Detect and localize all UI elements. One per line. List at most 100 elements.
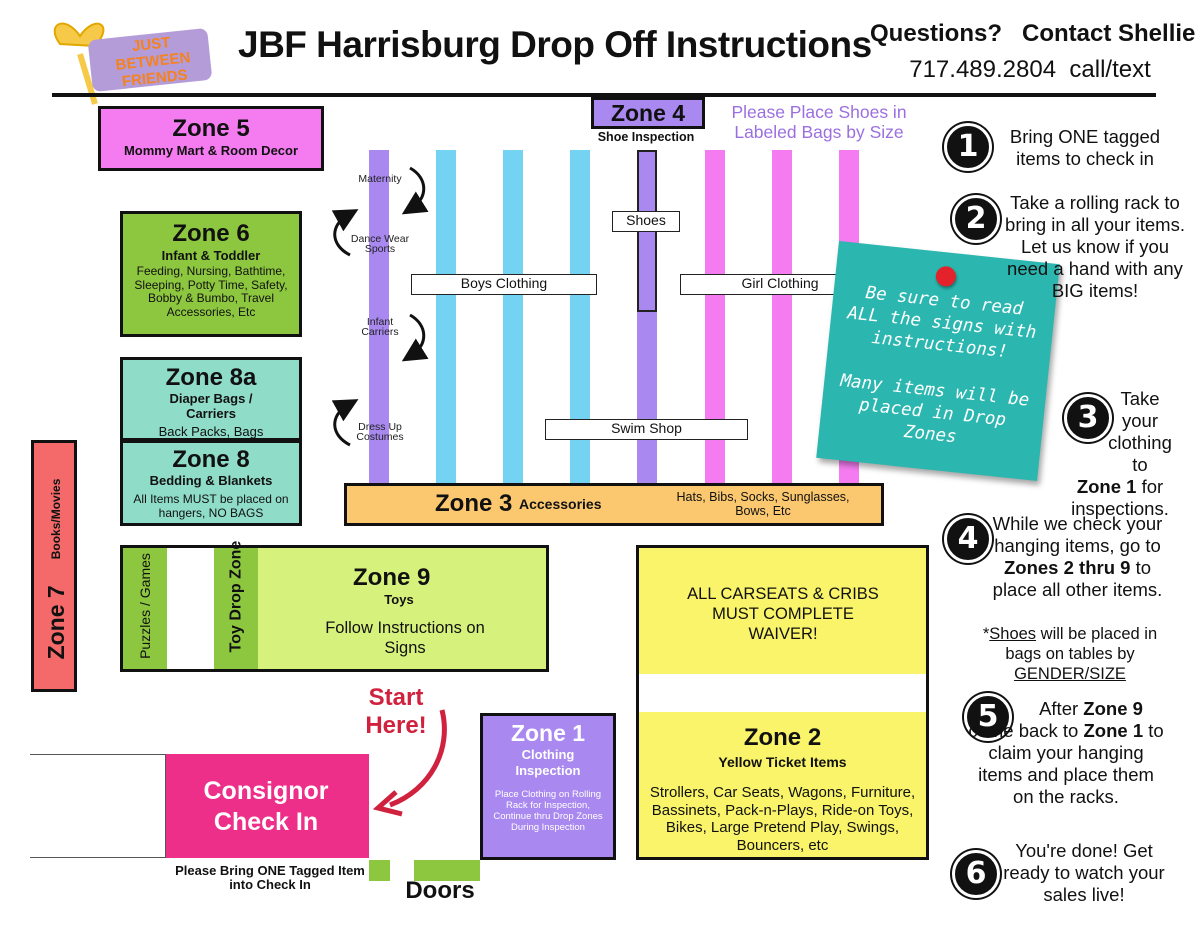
zone-8-sub: Bedding & Blankets [149, 473, 273, 488]
checkin-note: Please Bring ONE Tagged Item into Check … [175, 863, 365, 892]
door-left [369, 860, 390, 881]
rack-label-girls: Girl Clothing [680, 274, 880, 295]
zone-4-note: Please Place Shoes in Labeled Bags by Si… [731, 102, 907, 142]
step-4-bold: Zones 2 thru 9 [1003, 557, 1131, 578]
consignor-checkin [166, 754, 369, 858]
aisle-arrows [331, 166, 429, 447]
zone-2-title: Zone 2 [743, 724, 822, 751]
zone-2-sub: Yellow Ticket Items [718, 754, 847, 770]
zone-7-sub: Books/Movies [49, 478, 63, 560]
zone-9-title: Zone 9 [353, 564, 431, 591]
zone-7-title: Zone 7 [42, 585, 69, 660]
zone-1-desc: Place Clothing on Rolling Rack for Inspe… [493, 789, 603, 833]
contact-line-1: Questions? Contact Shellie [870, 20, 1196, 47]
zone-5-sub: Mommy Mart & Room Decor [123, 143, 299, 158]
rack-label-infant: Infant Carriers [361, 316, 399, 338]
rack-2 [436, 150, 456, 483]
rack-6 [772, 150, 792, 483]
zone-2-divider [639, 674, 926, 712]
step-5-bold-b: Zone 1 [1083, 720, 1144, 741]
rack-label-dressup: Dress Up Costumes [356, 421, 404, 443]
step-3-bold: Zone 1 [1076, 476, 1137, 497]
zone-8a: Zone 8a Diaper Bags / Carriers Back Pack… [120, 357, 302, 441]
step-2-text: Take a rolling rack to bring in all your… [1005, 192, 1185, 301]
step-1-text: Bring ONE tagged items to check in [1009, 126, 1161, 169]
zone-3-title: Zone 3 [435, 490, 513, 517]
sticky-note-line-2: Many items will be placed in Drop Zones [839, 370, 1031, 448]
zone-1-title: Zone 1 [510, 720, 586, 746]
zone-9-toydrop-label: Toy Drop Zone [227, 540, 245, 653]
step-4-shoes-b: will be placed in bags on tables by [1005, 625, 1158, 663]
step-5-number: 5 [964, 693, 1012, 741]
step-5-text-a: After [1039, 698, 1079, 719]
step-4-text: While we check your hanging items, go to… [990, 513, 1165, 601]
rack-label-swim: Swim Shop [545, 419, 748, 440]
rack-label-shoes: Shoes [612, 211, 680, 232]
zone-4-sub: Shoe Inspection [597, 130, 695, 144]
zone-9-puzzles-label: Puzzles / Games [137, 553, 153, 659]
zone-5: Zone 5 Mommy Mart & Room Decor [98, 106, 324, 171]
start-here: Start Here! [365, 684, 427, 739]
zone-8a-sub: Diaper Bags / Carriers [169, 391, 253, 421]
zone-9-gap [167, 548, 214, 669]
rack-3 [503, 150, 523, 483]
step-6-text: You're done! Get ready to watch your sal… [1003, 840, 1165, 905]
zone-2: ALL CARSEATS & CRIBS MUST COMPLETE WAIVE… [636, 545, 929, 860]
step-3-text: Take your clothing to Zone 1 for inspect… [1050, 388, 1190, 520]
zone-6-desc: Feeding, Nursing, Bathtime, Sleeping, Po… [134, 264, 288, 319]
zone-9-puzzles-strip: Puzzles / Games [123, 548, 167, 669]
zone-9-toydrop-strip: Toy Drop Zone [214, 541, 258, 669]
rack-4 [570, 150, 590, 483]
rack-5 [705, 150, 725, 483]
step-3-number: 3 [1064, 394, 1112, 442]
logo: JUST BETWEEN FRIENDS [40, 14, 215, 106]
step-4-shoes-u: Shoes [989, 625, 1037, 643]
step-3-text-b: for inspections. [1071, 476, 1169, 519]
zone-1: Zone 1 Clothing Inspection Place Clothin… [480, 713, 616, 860]
step-5-text-b: come back to [968, 720, 1079, 741]
zone-3: Zone 3 Accessories Hats, Bibs, Socks, Su… [344, 483, 884, 526]
zone-8a-desc: Back Packs, Bags [158, 424, 264, 439]
zone-8-title: Zone 8 [172, 446, 250, 473]
pushpin-icon [934, 265, 957, 288]
rack-label-boys: Boys Clothing [411, 274, 597, 295]
step-5-bold-a: Zone 9 [1083, 698, 1143, 719]
step-4-text-b: to place all other items. [992, 557, 1163, 600]
step-4-number: 4 [944, 515, 992, 563]
rack-1 [369, 150, 389, 483]
rack-label-maternity: Maternity [358, 173, 402, 185]
zone-2-waiver: ALL CARSEATS & CRIBS MUST COMPLETE WAIVE… [687, 585, 879, 643]
zone-1-sub: Clothing Inspection [515, 747, 581, 778]
step-5-text: After Zone 9 come back to Zone 1 to clai… [966, 698, 1166, 808]
zone-2-desc: Strollers, Car Seats, Wagons, Furniture,… [649, 784, 916, 854]
zone-6-sub: Infant & Toddler [161, 248, 261, 263]
doors-label: Doors [405, 877, 475, 904]
zone-3-desc: Hats, Bibs, Socks, Sunglasses, Bows, Etc [676, 490, 850, 518]
zone-8a-title: Zone 8a [165, 364, 257, 391]
zone-9: Puzzles / Games Toy Drop Zone Zone 9 Toy… [120, 541, 549, 672]
page-title: JBF Harrisburg Drop Off Instructions [238, 24, 872, 65]
door-right [414, 860, 480, 881]
zone-8-desc: All Items MUST be placed on hangers, NO … [133, 492, 289, 520]
step-4-gender: GENDER/SIZE [1014, 665, 1126, 683]
zone-3-sub: Accessories [519, 496, 602, 512]
zone-9-desc: Follow Instructions on Signs [325, 619, 485, 657]
zone-9-sub: Toys [384, 592, 414, 607]
step-1-number: 1 [944, 123, 992, 171]
step-4-text-a: While we check your hanging items, go to [992, 513, 1163, 556]
step-4-shoes-note: *Shoes will be placed in bags on tables … [970, 624, 1170, 684]
checkin-outline [30, 754, 166, 858]
step-4-shoes-a: * [982, 625, 990, 643]
zone-5-title: Zone 5 [172, 115, 250, 142]
step-2-number: 2 [952, 195, 1000, 243]
header-divider [52, 93, 1156, 97]
zone-7: Zone 7 Books/Movies [31, 440, 77, 692]
step-3-text-a: Take your clothing to [1108, 388, 1172, 475]
zone-6: Zone 6 Infant & Toddler Feeding, Nursing… [120, 211, 302, 337]
zone-4-title: Zone 4 [610, 100, 686, 126]
step-6-number: 6 [952, 850, 1000, 898]
contact-line-2: 717.489.2804 call/text [909, 56, 1151, 83]
zone-4: Zone 4 [591, 97, 705, 129]
rack-label-dance: Dance Wear Sports [350, 233, 410, 255]
start-arrow-icon [372, 709, 447, 817]
